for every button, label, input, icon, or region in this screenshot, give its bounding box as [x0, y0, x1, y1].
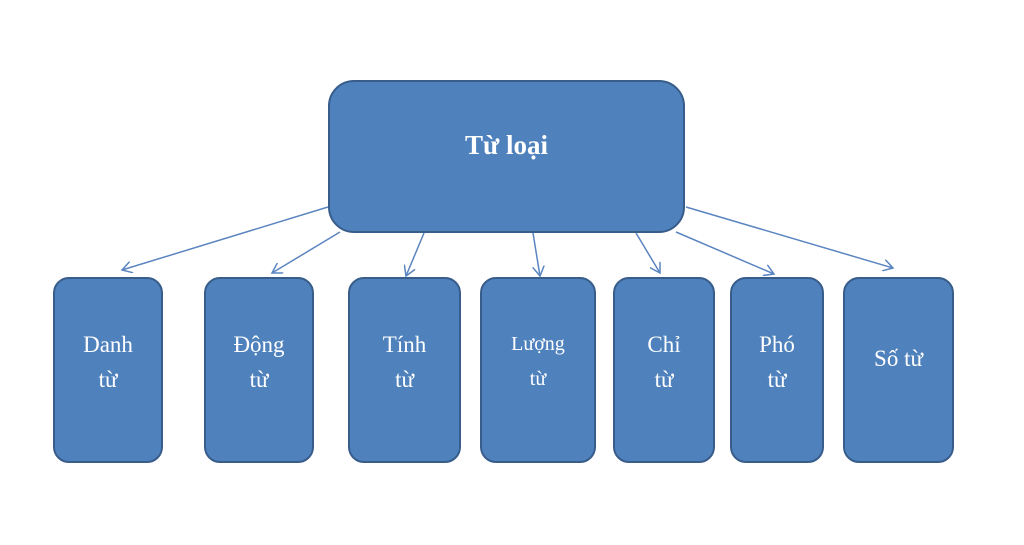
node-label: từ — [249, 367, 269, 392]
arrow-chi-tu — [635, 232, 660, 273]
node-luong-tu: Lượng từ — [480, 277, 596, 463]
root-label: Từ loại — [465, 130, 548, 160]
node-label: Động — [233, 332, 285, 357]
root-node: Từ loại — [328, 80, 685, 233]
node-pho-tu: Phó từ — [730, 277, 824, 463]
node-danh-tu: Danh từ — [53, 277, 163, 463]
node-so-tu: Số từ — [843, 277, 954, 463]
node-chi-tu: Chỉ từ — [613, 277, 715, 463]
node-label: Lượng — [511, 333, 565, 355]
node-label: Số từ — [874, 346, 923, 371]
arrow-so-tu — [685, 206, 893, 268]
arrow-danh-tu — [122, 206, 329, 270]
node-label: Danh — [83, 332, 133, 357]
node-label: từ — [654, 367, 674, 392]
node-label: từ — [395, 367, 414, 392]
arrow-luong-tu — [532, 232, 540, 276]
node-label: Phó — [759, 332, 795, 357]
node-label: từ — [98, 367, 118, 392]
node-label: Chỉ — [647, 332, 681, 357]
node-tinh-tu: Tính từ — [348, 277, 461, 463]
node-label: từ — [767, 367, 787, 392]
arrow-dong-tu — [272, 231, 341, 273]
arrow-tinh-tu — [406, 232, 425, 276]
arrow-pho-tu — [675, 231, 774, 274]
node-label: Tính — [382, 332, 427, 357]
node-dong-tu: Động từ — [204, 277, 314, 463]
node-label: từ — [529, 368, 547, 390]
